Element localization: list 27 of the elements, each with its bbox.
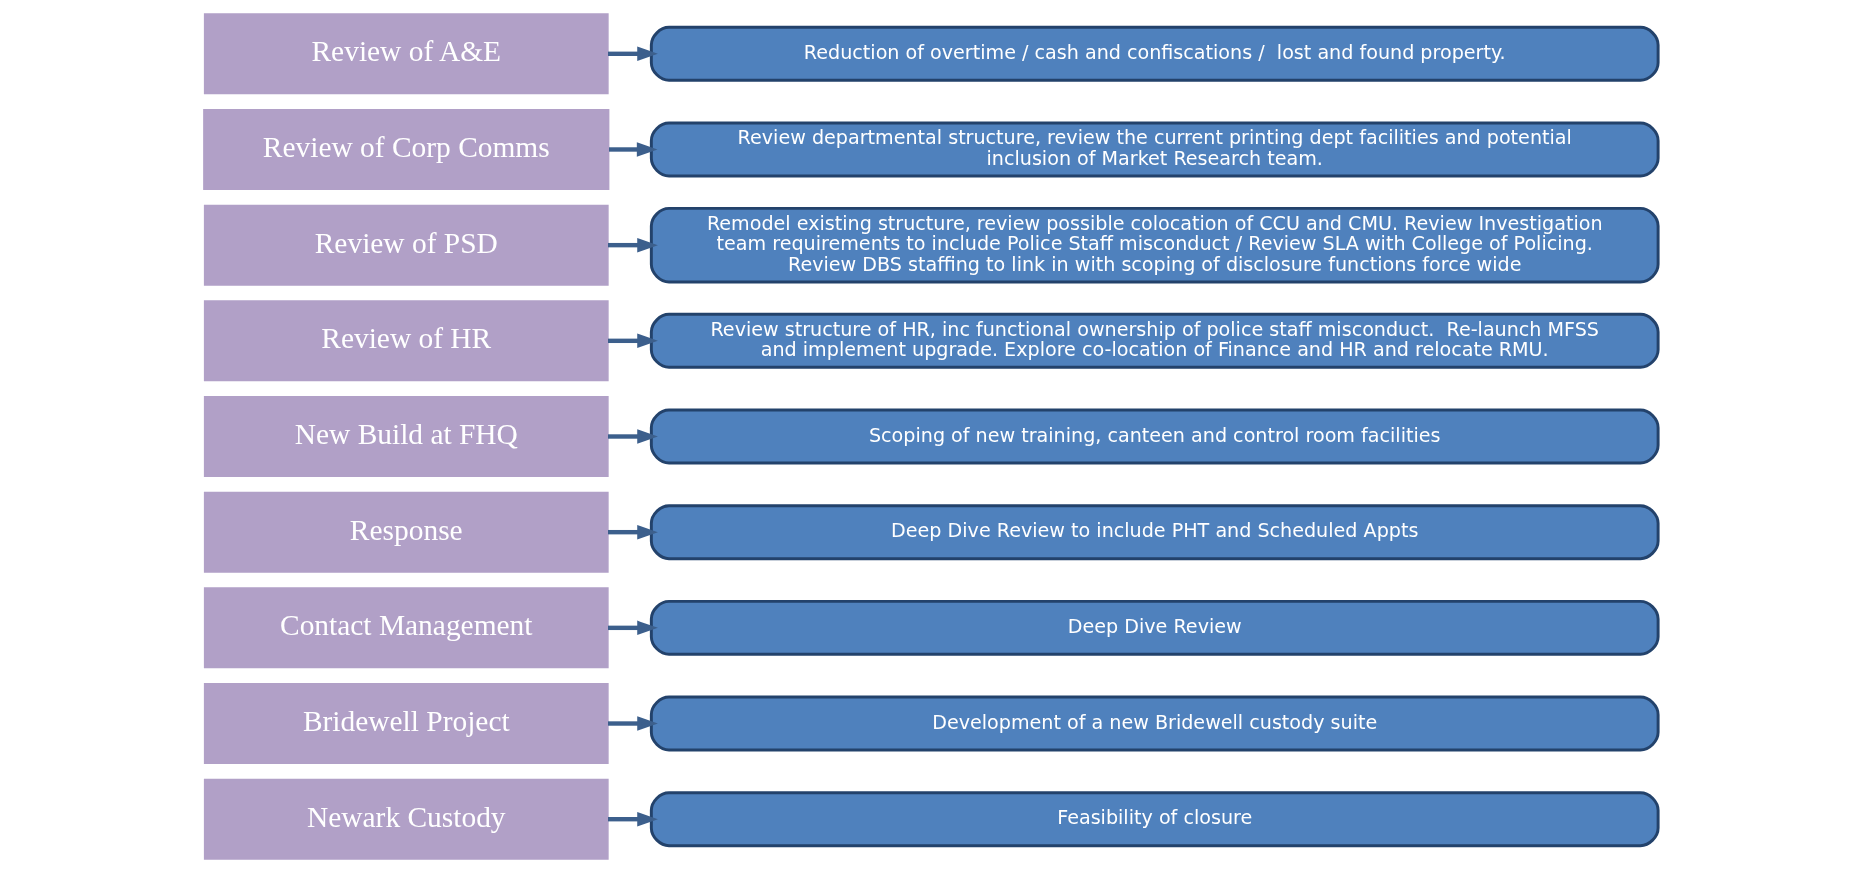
arrow — [608, 237, 658, 253]
node-box: Feasibility of closure — [649, 791, 1660, 848]
arrow — [608, 620, 658, 636]
arrow — [608, 46, 658, 62]
node-box: Review departmental structure, review the current printing dept facilities and potential inclusion of Market Research team. — [649, 121, 1660, 178]
node-box: New Build at FHQ — [203, 396, 609, 477]
node-box: Development of a new Bridewell custody suite — [649, 695, 1660, 752]
node-box: Review structure of HR, inc functional ownership of police staff misconduct. Re-launch MFSS and implement upgrade. Explore co-location of Finance and HR and relocate RMU. — [649, 312, 1660, 369]
node-box: Newark Custody — [203, 778, 609, 860]
node-box: Review of PSD — [203, 204, 609, 286]
node-box: Review of A&E — [203, 13, 609, 95]
arrow — [608, 429, 658, 444]
arrow — [608, 333, 658, 349]
node-box: Bridewell Project — [203, 683, 609, 764]
node-box: Reduction of overtime / cash and confiscations / lost and found property. — [649, 25, 1660, 82]
node-box: Deep Dive Review to include PHT and Scheduled Appts — [649, 504, 1660, 561]
arrow — [608, 524, 658, 540]
arrow — [608, 811, 658, 827]
node-box: Scoping of new training, canteen and control room facilities — [649, 408, 1660, 465]
arrow — [608, 716, 658, 731]
node-box: Response — [203, 491, 609, 573]
node-box: Contact Management — [203, 587, 609, 669]
arrow — [609, 142, 658, 157]
node-box: Review of Corp Comms — [203, 109, 610, 190]
node-box: Review of HR — [203, 300, 609, 382]
node-box: Remodel existing structure, review possible colocation of CCU and CMU. Review Investigation team requirements to include Police Staff misconduct / Review SLA with College of Policing. Review DBS staffing to link in with scoping of disclosure functions force wide — [649, 206, 1660, 284]
node-box: Deep Dive Review — [649, 599, 1660, 656]
